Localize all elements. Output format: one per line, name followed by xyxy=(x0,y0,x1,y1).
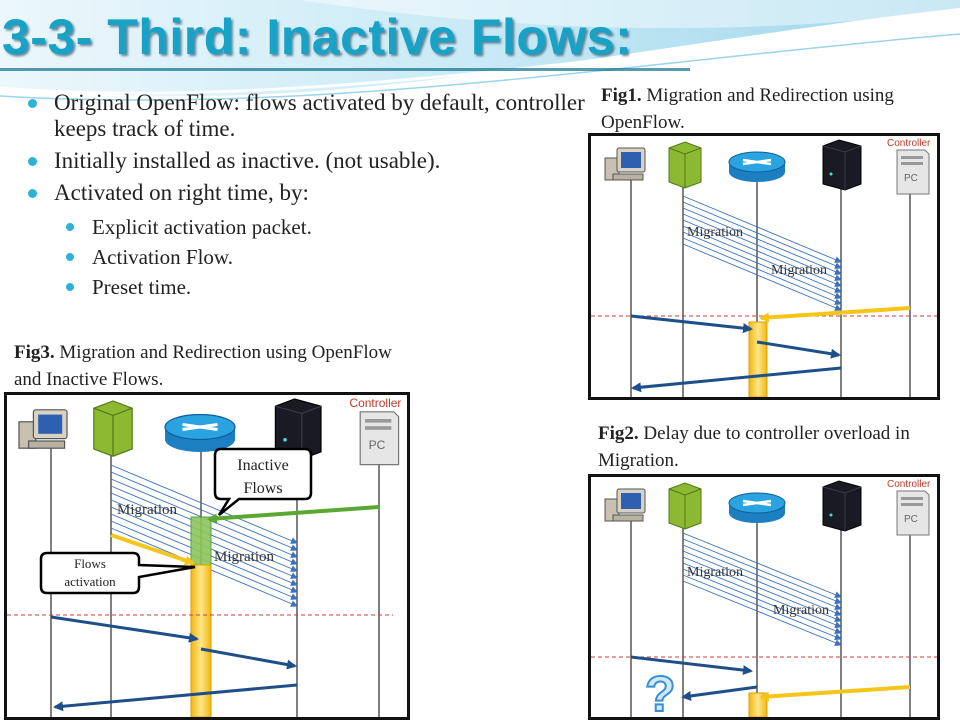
fig1-migration-label-2: Migration xyxy=(771,263,827,278)
bullet-original-openflow: Original OpenFlow: flows activated by de… xyxy=(26,90,586,142)
inactive-flows-callout: Inactive Flows xyxy=(213,447,313,516)
controller-label: Controller xyxy=(887,479,931,490)
bullet-activated-text: Activated on right time, by: xyxy=(54,180,309,205)
fig1-migration-arrows xyxy=(682,195,842,311)
fig2-caption-text: Delay due to controller overload in Migr… xyxy=(598,423,910,471)
subbullet-explicit-packet: Explicit activation packet. xyxy=(52,212,586,242)
computer-icon xyxy=(604,147,646,181)
inactive-flows-line-2: Flows xyxy=(243,480,282,497)
pc-label: PC xyxy=(369,438,386,452)
computer-icon xyxy=(604,488,646,522)
fig2-migration-label-2: Migration xyxy=(773,603,829,618)
computer-icon xyxy=(18,409,68,449)
fig3-migration-label-1: Migration xyxy=(117,502,177,518)
background-wave xyxy=(0,0,960,101)
fig1-caption-text: Migration and Redirection using OpenFlow… xyxy=(601,85,894,133)
bullet-initially-inactive: Initially installed as inactive. (not us… xyxy=(26,148,586,174)
controller-pc-icon: Controller PC xyxy=(887,138,931,195)
fig1-lifelines xyxy=(630,176,911,397)
fig2-diagram: Controller PC Migration Migration xyxy=(588,474,940,720)
title-rule xyxy=(0,68,690,71)
flows-activation-line-1: Flows xyxy=(74,556,106,571)
fig2-migration-label-1: Migration xyxy=(687,565,743,580)
server-black-icon xyxy=(822,139,862,191)
fig2-blue-arrow-2 xyxy=(681,685,758,701)
fig2-blue-arrow-1 xyxy=(630,655,753,676)
router-icon xyxy=(728,492,786,523)
subbullet-activation-flow: Activation Flow. xyxy=(52,242,586,272)
bullet-list: Original OpenFlow: flows activated by de… xyxy=(26,90,586,302)
slide-title: 3-3- Third: Inactive Flows: xyxy=(2,9,633,65)
pc-label: PC xyxy=(904,514,918,525)
fig3-diagram: Controller PC Migration Migr xyxy=(4,392,410,720)
fig1-migration-label-1: Migration xyxy=(687,225,743,240)
fig1-yellow-bar xyxy=(748,321,768,397)
fig1-svg: Controller PC Migration Migration xyxy=(591,138,937,397)
fig3-yellow-arrow xyxy=(110,533,195,566)
fig2-yellow-arrow xyxy=(759,685,911,702)
flows-activation-line-2: activation xyxy=(64,574,116,589)
server-green-icon xyxy=(668,482,702,530)
fig3-migration-label-2: Migration xyxy=(214,549,274,565)
server-green-icon xyxy=(668,141,702,189)
router-icon xyxy=(728,151,786,182)
controller-label: Controller xyxy=(887,138,931,149)
subbullet-preset-time: Preset time. xyxy=(52,272,586,302)
fig2-caption-label: Fig2. xyxy=(598,423,639,444)
controller-pc-icon: Controller PC xyxy=(887,479,931,536)
fig3-caption: Fig3. Migration and Redirection using Op… xyxy=(14,339,414,393)
fig3-svg: Controller PC Migration Migr xyxy=(7,396,401,717)
pc-label: PC xyxy=(904,173,918,184)
fig1-blue-arrows xyxy=(630,314,842,393)
fig3-green-bar xyxy=(190,516,212,572)
fig1-diagram: Controller PC Migration Migration xyxy=(588,133,940,400)
fig2-migration-arrows xyxy=(682,532,842,646)
inactive-flows-line-1: Inactive xyxy=(237,457,289,474)
server-black-icon xyxy=(822,480,862,532)
server-green-icon xyxy=(93,400,133,457)
fig2-question-mark: ? xyxy=(645,666,676,717)
controller-pc-icon: Controller PC xyxy=(349,396,401,466)
fig1-yellow-arrow xyxy=(759,306,911,323)
fig3-caption-text: Migration and Redirection using OpenFlow… xyxy=(14,342,392,390)
fig1-caption: Fig1. Migration and Redirection using Op… xyxy=(601,82,946,136)
fig3-caption-label: Fig3. xyxy=(14,342,55,363)
fig2-caption: Fig2. Delay due to controller overload i… xyxy=(598,420,928,474)
router-icon xyxy=(164,413,236,452)
fig3-blue-arrows xyxy=(50,615,298,712)
bullet-activated-on-time: Activated on right time, by: xyxy=(26,180,586,206)
fig1-caption-label: Fig1. xyxy=(601,85,642,106)
fig3-green-arrow xyxy=(207,505,380,524)
fig2-svg: Controller PC Migration Migration xyxy=(591,479,937,717)
controller-label: Controller xyxy=(349,396,401,410)
flows-activation-callout: Flows activation xyxy=(39,551,196,595)
